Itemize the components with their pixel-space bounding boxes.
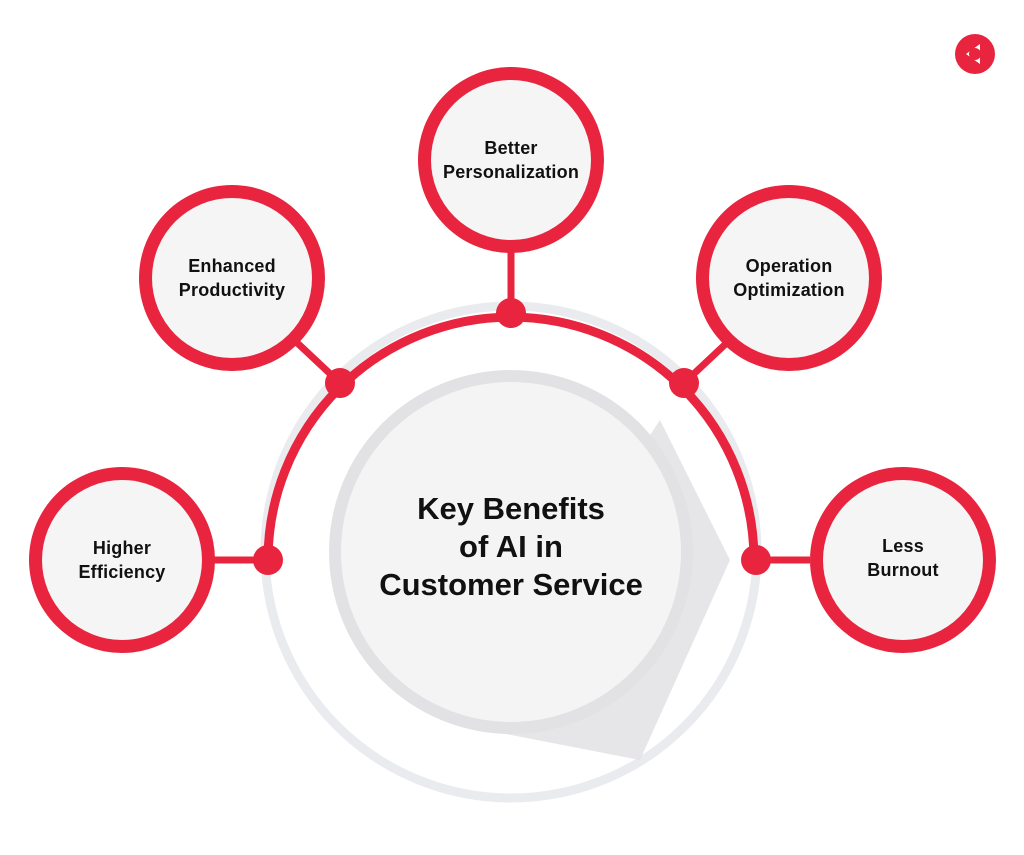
center-title-line: of AI in	[459, 529, 563, 564]
connector-dot	[325, 368, 355, 398]
brand-logo-icon	[955, 34, 995, 74]
benefit-line: Burnout	[867, 560, 939, 580]
benefit-label-higher-efficiency: Higher Efficiency	[32, 520, 212, 600]
center-title: Key Benefits of AI in Customer Service	[351, 482, 671, 612]
benefit-line: Optimization	[733, 280, 845, 300]
center-title-line: Key Benefits	[417, 491, 605, 526]
benefit-line: Personalization	[442, 162, 580, 182]
connector-dot	[253, 545, 283, 575]
node-operation-optimization	[696, 185, 882, 371]
benefit-line: Productivity	[178, 280, 286, 300]
benefit-label-enhanced-productivity: Enhanced Productivity	[142, 238, 322, 318]
benefit-line: Less	[882, 536, 924, 556]
benefit-label-less-burnout: Less Burnout	[813, 518, 993, 598]
node-better-personalization	[418, 67, 604, 253]
node-less-burnout	[810, 467, 996, 653]
benefit-line: Operation	[745, 256, 833, 276]
node-higher-efficiency	[29, 467, 215, 653]
benefit-line: Better	[484, 138, 538, 158]
connector-dot	[669, 368, 699, 398]
benefit-label-operation-optimization: Operation Optimization	[699, 238, 879, 318]
center-title-line: Customer Service	[379, 567, 643, 602]
benefit-line: Higher	[92, 538, 152, 558]
center-inner-circle	[341, 382, 681, 722]
connector-dot	[496, 298, 526, 328]
connector-dot	[741, 545, 771, 575]
benefit-label-better-personalization: Better Personalization	[421, 120, 601, 200]
benefit-line: Enhanced	[188, 256, 276, 276]
benefit-line: Efficiency	[78, 562, 166, 582]
node-enhanced-productivity	[139, 185, 325, 371]
